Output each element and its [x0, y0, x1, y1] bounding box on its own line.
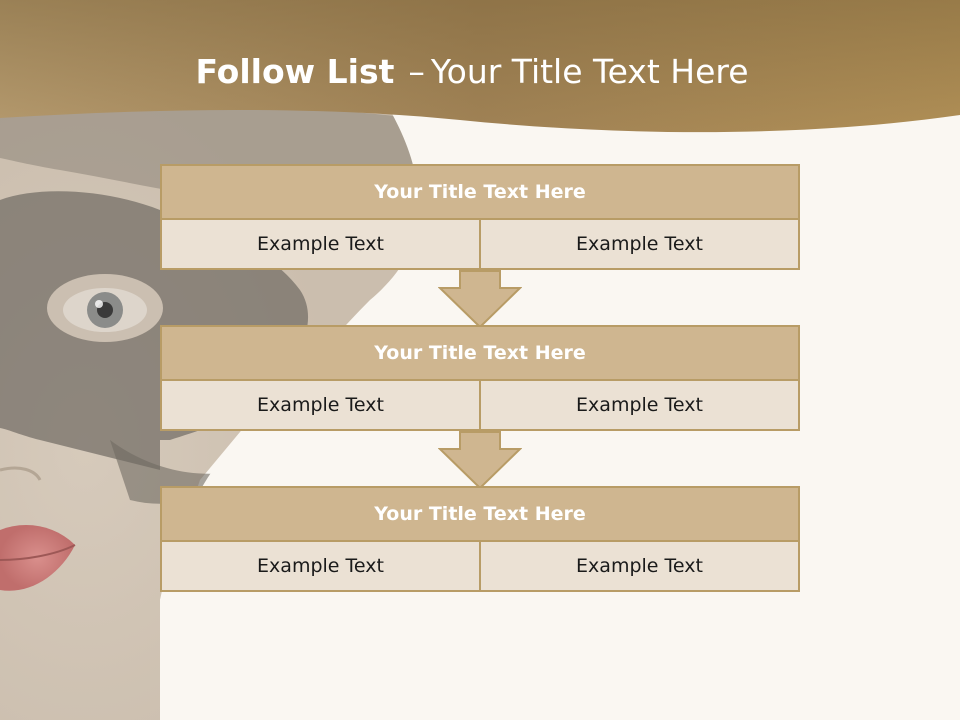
block-row: Example Text Example Text	[160, 220, 800, 270]
title-bold: Follow List	[195, 52, 395, 91]
block-cell-right: Example Text	[481, 542, 800, 592]
down-arrow-icon	[438, 270, 522, 328]
block-cell-left: Example Text	[160, 220, 481, 270]
title-separator: –	[408, 52, 425, 91]
block-cell-left: Example Text	[160, 542, 481, 592]
block-row: Example Text Example Text	[160, 542, 800, 592]
title-rest: Your Title Text Here	[430, 52, 749, 91]
slide-title: Follow List–Your Title Text Here	[0, 52, 944, 91]
block-cell-right: Example Text	[481, 220, 800, 270]
down-arrow-icon	[438, 431, 522, 489]
block-title: Your Title Text Here	[160, 325, 800, 381]
block-title: Your Title Text Here	[160, 164, 800, 220]
list-block-3: Your Title Text Here Example Text Exampl…	[160, 486, 800, 592]
block-row: Example Text Example Text	[160, 381, 800, 431]
list-block-1: Your Title Text Here Example Text Exampl…	[160, 164, 800, 270]
block-title: Your Title Text Here	[160, 486, 800, 542]
list-block-2: Your Title Text Here Example Text Exampl…	[160, 325, 800, 431]
block-cell-right: Example Text	[481, 381, 800, 431]
block-cell-left: Example Text	[160, 381, 481, 431]
